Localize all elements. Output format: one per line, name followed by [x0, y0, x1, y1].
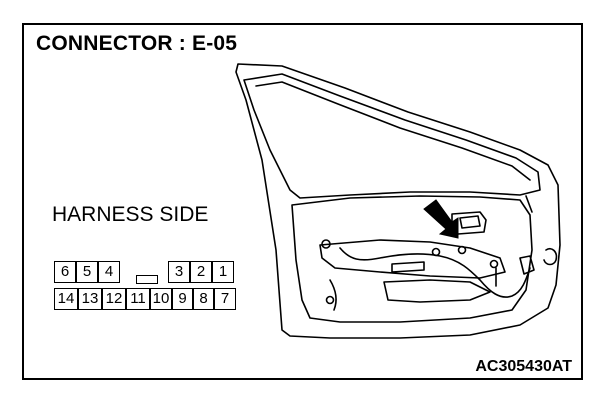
connector-lock-tab [136, 275, 158, 284]
harness-side-label: HARNESS SIDE [52, 203, 209, 226]
pin-10: 10 [150, 288, 172, 310]
pin-5: 5 [76, 261, 98, 283]
window-frame [243, 73, 541, 199]
connector-pinout: 6 5 4 3 2 1 14 13 12 11 10 9 8 7 [54, 261, 238, 313]
pin-12: 12 [102, 288, 126, 310]
pin-7: 7 [214, 288, 236, 310]
connector-arrow-icon [423, 199, 459, 239]
pin-3: 3 [168, 261, 190, 283]
pin-14: 14 [54, 288, 78, 310]
pin-13: 13 [78, 288, 102, 310]
pin-4: 4 [98, 261, 120, 283]
wiring-harness [339, 247, 531, 298]
armrest [319, 239, 506, 279]
pin-11: 11 [126, 288, 150, 310]
pin-9: 9 [172, 288, 193, 310]
door-outer-edge [235, 63, 561, 339]
diagram-frame [22, 23, 583, 380]
trim-panel [291, 195, 533, 323]
pin-8: 8 [193, 288, 214, 310]
pin-2: 2 [190, 261, 212, 283]
reference-code: AC305430AT [475, 358, 572, 375]
pin-6: 6 [54, 261, 76, 283]
pin-1: 1 [212, 261, 234, 283]
connector-title: CONNECTOR : E-05 [36, 32, 238, 55]
